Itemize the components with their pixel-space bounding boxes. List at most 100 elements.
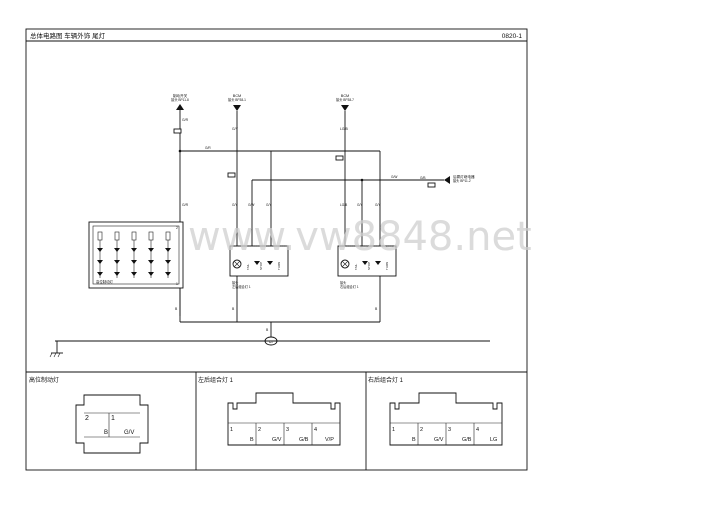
right-conn-wire-3: G/B xyxy=(462,437,472,443)
fuse-icon xyxy=(427,182,436,188)
left-combo-label: 左后组合灯 1 xyxy=(232,284,251,289)
fog-relay-connector: 接头 BP11-2 xyxy=(453,178,471,183)
splice-dot-icon xyxy=(360,178,364,182)
page-title: 总体电路图 车辆外饰 尾灯 xyxy=(30,31,106,40)
stop-lamp-pin-b: 1 xyxy=(176,282,178,286)
led-diode-icon xyxy=(97,248,103,252)
bcm2-source: BCM 接头 BP38-7 LG/B xyxy=(336,94,354,246)
arrow-source-icon xyxy=(444,176,450,184)
led-diode-icon xyxy=(131,260,137,264)
connector-right-rear: 右后组合灯 1 1 2 3 4 B G/V G/B LG xyxy=(368,376,503,446)
bcm2-connector: 接头 BP38-7 xyxy=(336,97,354,102)
wire-label-1: G/Y xyxy=(232,203,238,207)
right-conn-wire-2: G/V xyxy=(434,437,444,443)
left-conn-wire-2: G/V xyxy=(272,437,282,443)
arrow-source-icon xyxy=(233,105,241,111)
stop-conn-pin-1: 1 xyxy=(111,415,115,422)
led-diode-icon xyxy=(165,272,171,276)
arrow-source-icon xyxy=(341,105,349,111)
right-conn-pin-3: 3 xyxy=(448,427,451,433)
right-combo-sub: 接头 xyxy=(340,280,347,285)
arrow-source-icon xyxy=(176,104,184,110)
fuse-icon xyxy=(173,128,182,134)
ground-wire-label-2: B xyxy=(232,307,235,311)
bcm1-connector: 接头 BP38-1 xyxy=(228,97,246,102)
connector-left-title: 左后组合灯 1 xyxy=(198,376,234,384)
led-diode-icon xyxy=(148,248,154,252)
led-diode-icon xyxy=(267,261,273,265)
connector-stop-lamp: 高位制动灯 2 1 B G/V xyxy=(29,376,149,454)
led-diode-icon xyxy=(165,248,171,252)
left-conn-wire-4: V/P xyxy=(325,437,334,443)
right-combo-label: 右后组合灯 1 xyxy=(340,284,359,289)
brake-switch-name: 制动开关 xyxy=(173,93,188,98)
left-conn-pin-1: 1 xyxy=(230,427,233,433)
connector-right-title: 右后组合灯 1 xyxy=(368,376,404,384)
left-combo-pin-c: TURN xyxy=(277,262,281,270)
left-conn-wire-3: G/B xyxy=(299,437,309,443)
brake-switch-connector: 接头 BP11-8 xyxy=(171,97,189,102)
wire-label-2: G/W xyxy=(248,203,254,207)
wire-label-4: LG/B xyxy=(340,203,347,207)
fog-relay-name: 后雾灯继电器 xyxy=(453,174,475,179)
right-conn-pin-1: 1 xyxy=(392,427,395,433)
right-conn-pin-2: 2 xyxy=(420,427,423,433)
bcm2-name: BCM xyxy=(341,94,349,98)
high-mount-stop-lamp: 高位制动灯 2 1 xyxy=(88,221,184,289)
ground-wire-label-1: B xyxy=(175,307,178,311)
stop-conn-wire-b: B xyxy=(104,430,108,436)
led-diode-icon xyxy=(148,260,154,264)
stop-connector-housing xyxy=(75,394,149,454)
left-conn-pin-2: 2 xyxy=(258,427,261,433)
led-diode-icon xyxy=(114,272,120,276)
led-diode-icon xyxy=(97,260,103,264)
fuse-icon xyxy=(227,172,236,178)
wire-label-bcm1: G/Y xyxy=(232,127,239,131)
led-diode-icon xyxy=(97,272,103,276)
led-diode-icon xyxy=(254,261,260,265)
connector-left-rear: 左后组合灯 1 1 2 3 4 B G/V G/B V/P xyxy=(198,376,341,446)
stop-lamp-pin-a: 2 xyxy=(176,226,178,230)
lamp-bulb-icon xyxy=(232,259,242,269)
wire-label-fog: G/B xyxy=(420,176,426,180)
fuse-icon xyxy=(335,155,344,161)
ground-icon xyxy=(49,341,63,358)
wire-label-6: G/Y xyxy=(375,203,381,207)
led-array xyxy=(97,231,171,278)
led-diode-icon xyxy=(114,248,120,252)
left-conn-pin-4: 4 xyxy=(314,427,317,433)
ground-wire-label-4: B xyxy=(266,328,269,332)
ground-wire-label-3: B xyxy=(375,307,378,311)
right-conn-pin-4: 4 xyxy=(476,427,479,433)
connector-stop-title: 高位制动灯 xyxy=(29,376,59,384)
left-conn-wire-1: B xyxy=(250,437,254,443)
wire-label-stop-bus: G/R xyxy=(205,146,211,150)
right-conn-wire-4: LG xyxy=(490,437,497,443)
fog-relay-source: 后雾灯继电器 接头 BP11-2 G/B xyxy=(420,174,475,188)
left-combo-pin-a: TAIL xyxy=(246,264,250,270)
right-conn-wire-1: B xyxy=(412,437,416,443)
wire-label-bcm2: LG/B xyxy=(340,127,348,131)
ground-point-label: E1 xyxy=(269,340,273,344)
right-combo-pin-c: TURN xyxy=(385,262,389,270)
left-rear-combo-lamp: TAIL STOP TURN 接头 左后组合灯 1 xyxy=(229,245,289,289)
led-diode-icon xyxy=(362,261,368,265)
led-diode-icon xyxy=(114,260,120,264)
right-combo-pin-b: STOP xyxy=(367,262,371,270)
right-combo-pin-a: TAIL xyxy=(354,264,358,270)
left-combo-sub: 接头 xyxy=(232,280,239,285)
wire-label-3: G/Y xyxy=(266,203,272,207)
wire-label-left-lower: G/R xyxy=(182,203,189,207)
wire-label-5: G/Y xyxy=(357,203,363,207)
stop-conn-wire-gv: G/V xyxy=(124,430,134,436)
led-diode-icon xyxy=(375,261,381,265)
stop-lamp-inner xyxy=(92,225,180,285)
stop-conn-pin-2: 2 xyxy=(85,415,89,422)
watermark-text: www.vw8848.net xyxy=(188,214,532,260)
wire-label-left-top: G/R xyxy=(182,118,189,122)
page-code: 0820-1 xyxy=(502,33,523,40)
lamp-bulb-icon xyxy=(340,259,350,269)
wire-label-fog-bus: G/W xyxy=(391,175,397,179)
bcm1-source: BCM 接头 BP38-1 G/Y xyxy=(228,94,246,246)
